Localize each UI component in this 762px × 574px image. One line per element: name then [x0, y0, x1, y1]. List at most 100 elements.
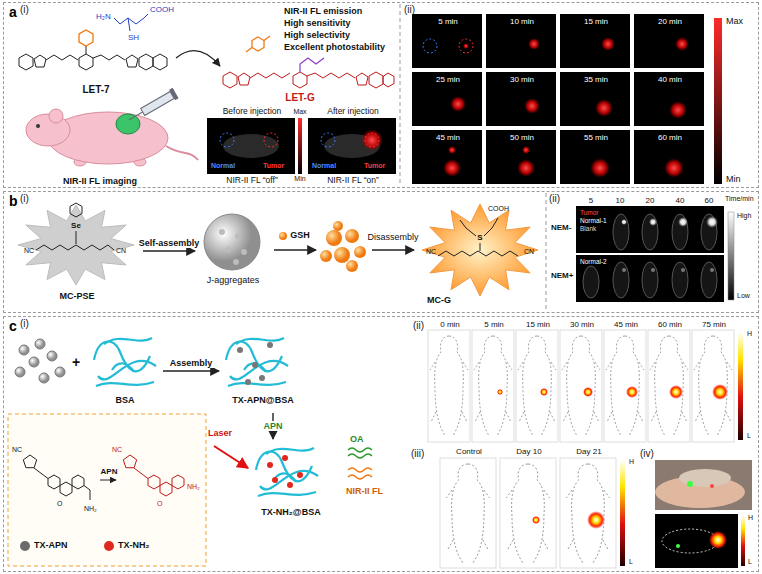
compound-name: LET-G: [285, 92, 314, 104]
node-label: TX-APN@BSA: [232, 395, 293, 405]
imaging-tile: [524, 98, 540, 114]
imaging-tile: [412, 14, 482, 68]
imaging-tile: 45 min: [605, 319, 647, 443]
node-label: 60 min: [658, 133, 682, 142]
panel-divider: [546, 193, 547, 311]
imaging-grid: NEM-TumorNormal-1BlankNEM+Normal-2: [577, 207, 725, 303]
imaging-grid: [622, 268, 626, 272]
let7-structure: [46, 55, 78, 60]
node-label: 75 min: [702, 320, 726, 329]
imaging-tile: [448, 146, 456, 154]
gsh-structure: [114, 14, 148, 31]
atom-label: NH₂: [84, 505, 97, 513]
mcpse-structure: [76, 231, 77, 244]
probe-dots: [35, 339, 45, 349]
nanoparticle-cluster: [354, 246, 366, 258]
atom-label: NC: [426, 248, 436, 256]
imaging-tile: [412, 14, 704, 184]
imaging-tile: [532, 516, 540, 524]
imaging-tile: [601, 37, 615, 51]
plus-sign: +: [72, 354, 80, 370]
imaging-tile: [562, 336, 600, 436]
mouse-illustration: [36, 124, 40, 128]
mcg-structure: [484, 218, 498, 236]
let7-structure: [34, 55, 46, 67]
product-structure: [160, 482, 172, 496]
atom-label: SH: [128, 33, 139, 42]
feature-note: High selectivity: [284, 30, 350, 40]
aggregate-sphere: J-aggregates: [197, 209, 269, 293]
probe-dots: [55, 367, 65, 377]
imaging-tile: [590, 158, 610, 178]
imaging-tile: [472, 330, 514, 442]
aggregate-sphere: [233, 259, 239, 265]
imaging-tile: [517, 159, 535, 177]
imaging-tile: [223, 134, 279, 158]
atom-label: NC: [12, 446, 22, 454]
node-label: Normal: [312, 162, 336, 170]
imaging-tile: [712, 384, 728, 400]
photo-panel: [709, 531, 727, 549]
edge-label: Assembly: [168, 358, 215, 368]
node-label: Day 21: [576, 447, 601, 456]
imaging-tile: [606, 336, 644, 436]
imaging-tile: [669, 101, 687, 119]
process-arrow: [274, 249, 316, 250]
atom-label: O: [57, 500, 62, 508]
node-label: 15 min: [584, 17, 608, 26]
imaging-tile: [412, 72, 482, 126]
node-label: NEM-: [551, 223, 571, 232]
panel-tag: (i): [20, 4, 29, 16]
leaving-group: [79, 30, 270, 52]
imaging-tile: [560, 14, 630, 68]
imaging-tile: [486, 72, 556, 126]
imaging-tile: [516, 330, 558, 442]
imaging-grid: [706, 216, 718, 228]
aggregate-sphere: [235, 233, 241, 239]
connector: [163, 370, 219, 371]
figure-caption: NIR-II FL imaging: [63, 176, 137, 186]
signal-label: OA: [350, 434, 364, 444]
imaging-grid: [621, 219, 627, 225]
aggregate-sphere: [204, 214, 260, 270]
imaging-tile: 25 min: [413, 73, 483, 127]
imaging-tile: [626, 386, 638, 398]
node-label: Tumor: [580, 209, 599, 216]
imaging-tile: 35 min: [561, 73, 631, 127]
node-label: TX-NH₂@BSA: [261, 507, 320, 517]
imaging-tile: 45 min: [413, 131, 483, 185]
reagent-label: GSH: [290, 230, 310, 240]
node-label: 60 min: [658, 320, 682, 329]
imaging-tile: [443, 159, 461, 177]
imaging-tile: [506, 464, 549, 564]
imaging-tile: [486, 14, 556, 68]
protein-ribbon: BSA: [89, 331, 161, 411]
imaging-tile: [321, 133, 335, 147]
imaging-tile: Control: [441, 447, 497, 569]
probe-dots: [39, 373, 49, 383]
probe-structure: [100, 480, 116, 481]
imaging-tile: [604, 330, 646, 442]
panel: cBSATX-APN@BSATX-NH₂@BSA0 min5 min15 min…: [3, 316, 759, 572]
imaging-grid: [710, 268, 714, 272]
imaging-tile: [664, 158, 684, 178]
photo-panel: [710, 484, 714, 488]
mouse-illustration: [26, 109, 198, 166]
protein-ribbon: [282, 455, 288, 461]
scale-label: L: [748, 558, 752, 566]
probe-dots: [15, 339, 65, 383]
photo-panel: [679, 469, 731, 487]
mouse-illustration: [116, 114, 140, 134]
node-label: MC-G: [427, 295, 451, 305]
node-label: NIR-II FL “off”: [226, 176, 277, 186]
node-label: Tumor: [263, 162, 284, 170]
node-label: 5 min: [484, 320, 504, 329]
imaging-tile: 60 min: [635, 131, 705, 185]
imaging-grid: [681, 268, 685, 272]
imaging-tile: [634, 130, 704, 184]
letg-structure: [369, 72, 383, 88]
let7-structure: [93, 55, 125, 60]
nanoparticle-cluster: [320, 221, 366, 272]
imaging-tile: [620, 460, 625, 566]
imaging-tile: [423, 39, 437, 53]
